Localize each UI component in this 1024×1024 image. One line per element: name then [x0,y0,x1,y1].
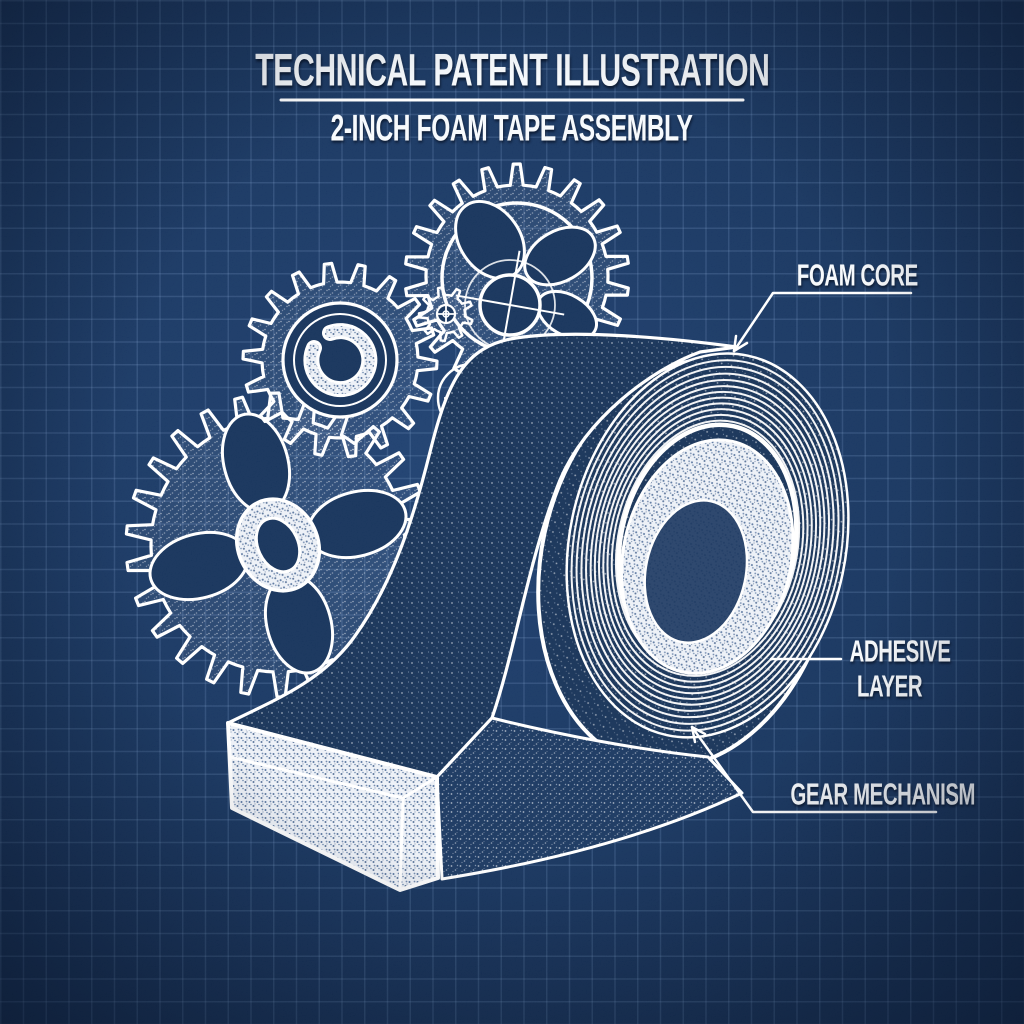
label-gear-mechanism: GEAR MECHANISM [790,778,976,812]
label-adhesive-layer: ADHESIVE LAYER [849,635,951,704]
page-title: TECHNICAL PATENT ILLUSTRATION [254,45,770,97]
page-subtitle: 2-INCH FOAM TAPE ASSEMBLY [331,108,693,149]
label-foam-core: FOAM CORE [796,259,918,293]
title-block: TECHNICAL PATENT ILLUSTRATION 2-INCH FOA… [0,45,1024,149]
